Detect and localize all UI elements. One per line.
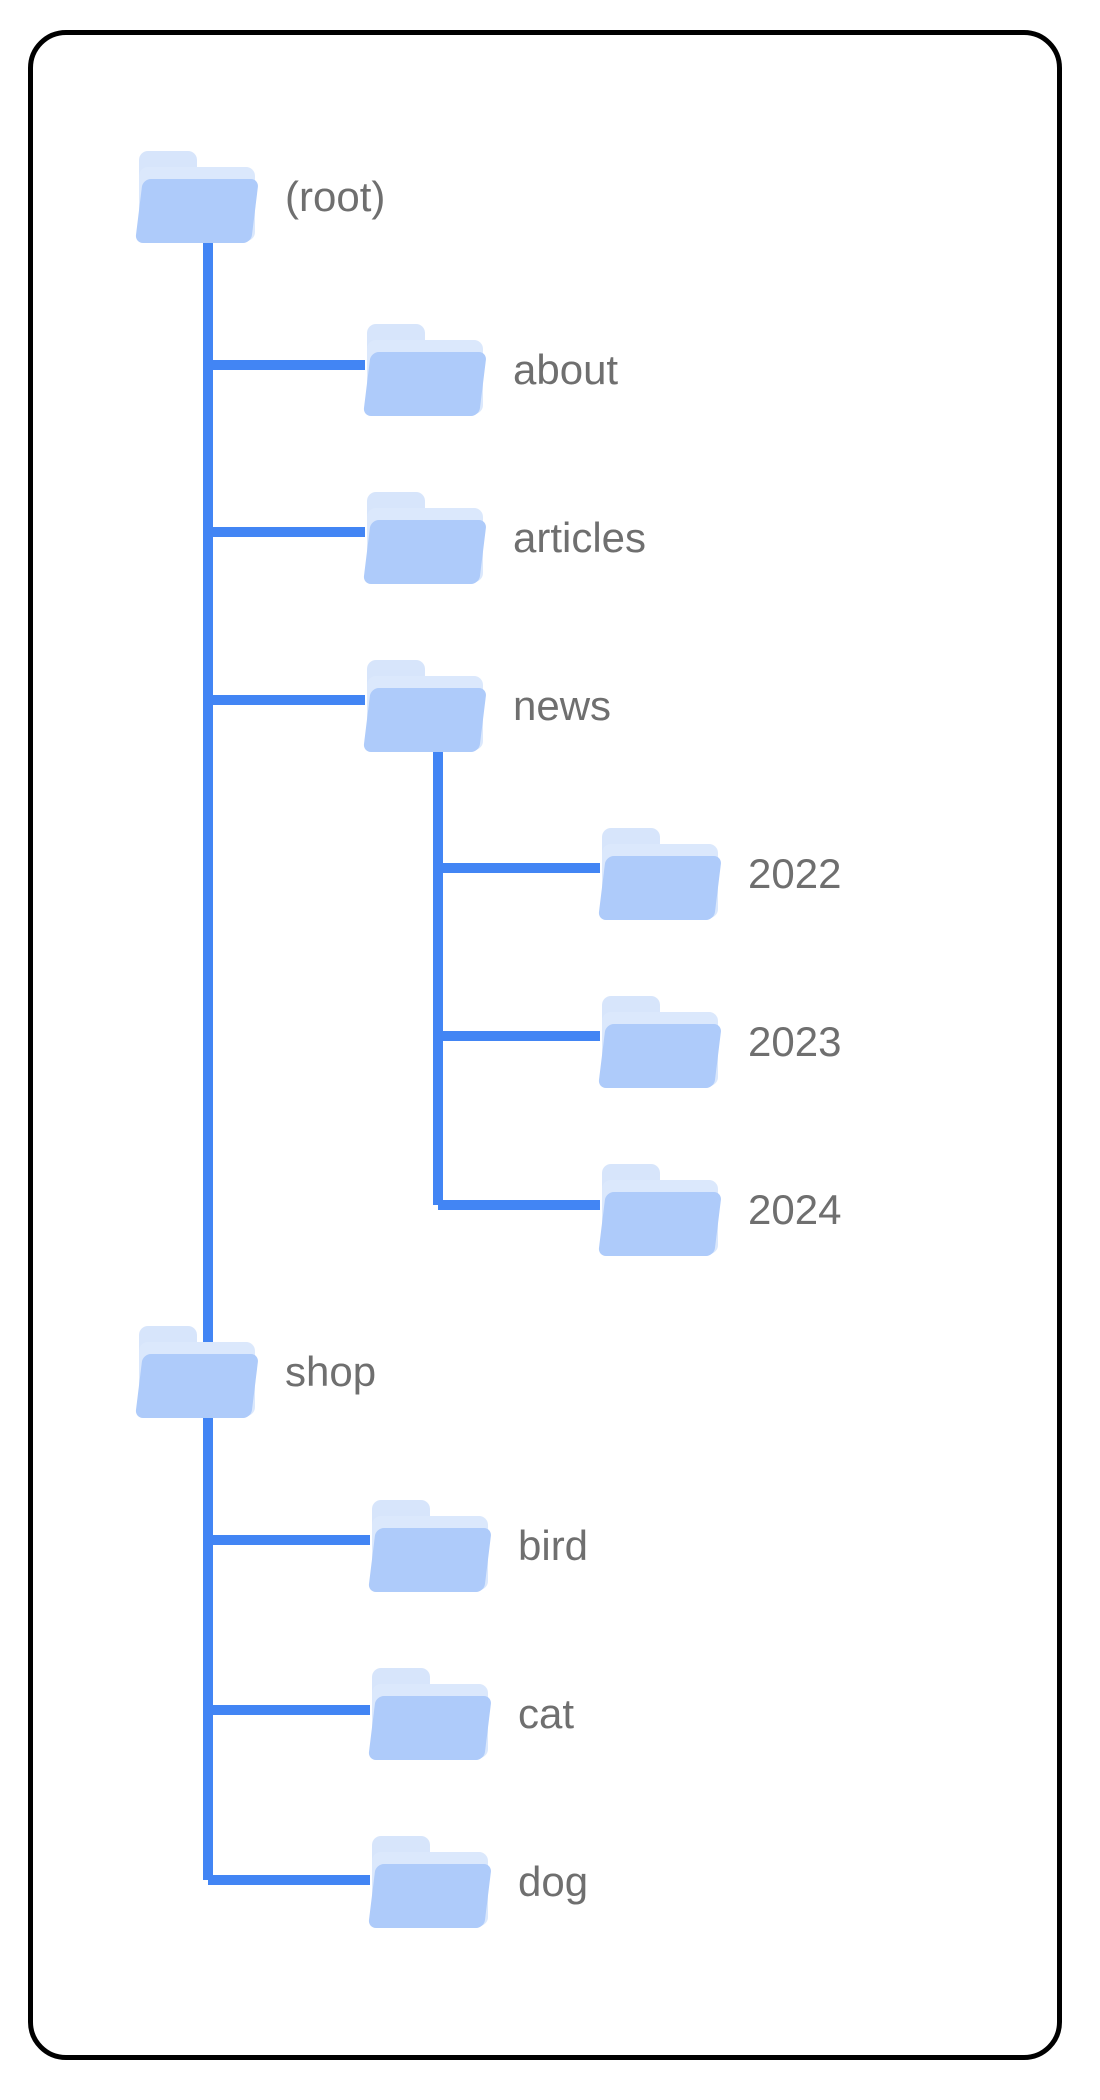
tree-node-2024[interactable]: 2024 <box>598 1158 841 1262</box>
tree-node-bird[interactable]: bird <box>368 1494 588 1598</box>
folder-icon <box>598 994 722 1090</box>
folder-icon <box>363 658 487 754</box>
tree-node-label: articles <box>513 514 647 561</box>
tree-node-dog[interactable]: dog <box>368 1830 588 1934</box>
tree-node-news[interactable]: news <box>363 654 611 758</box>
tree-node-root[interactable]: (root) <box>135 145 385 249</box>
tree-node-2022[interactable]: 2022 <box>598 822 841 926</box>
diagram-card <box>28 30 1062 2060</box>
folder-icon <box>598 1162 722 1258</box>
folder-icon <box>368 1498 492 1594</box>
tree-node-label: (root) <box>285 173 386 220</box>
tree-node-articles[interactable]: articles <box>363 486 646 590</box>
tree-node-label: 2022 <box>748 850 842 897</box>
tree-node-label: cat <box>518 1690 575 1737</box>
folder-icon <box>135 149 259 245</box>
folder-icon <box>363 322 487 418</box>
tree-node-label: news <box>513 682 612 729</box>
folder-icon <box>598 826 722 922</box>
folder-icon <box>363 490 487 586</box>
tree-node-shop[interactable]: shop <box>135 1320 376 1424</box>
tree-node-label: dog <box>518 1858 589 1905</box>
tree-node-label: 2023 <box>748 1018 842 1065</box>
tree-node-about[interactable]: about <box>363 318 618 422</box>
tree-node-label: bird <box>518 1522 589 1569</box>
folder-icon <box>135 1324 259 1420</box>
folder-icon <box>368 1834 492 1930</box>
tree-node-label: 2024 <box>748 1186 842 1233</box>
tree-node-label: about <box>513 346 619 393</box>
tree-node-2023[interactable]: 2023 <box>598 990 841 1094</box>
folder-icon <box>368 1666 492 1762</box>
tree-node-cat[interactable]: cat <box>368 1662 574 1766</box>
tree-node-label: shop <box>285 1348 377 1395</box>
